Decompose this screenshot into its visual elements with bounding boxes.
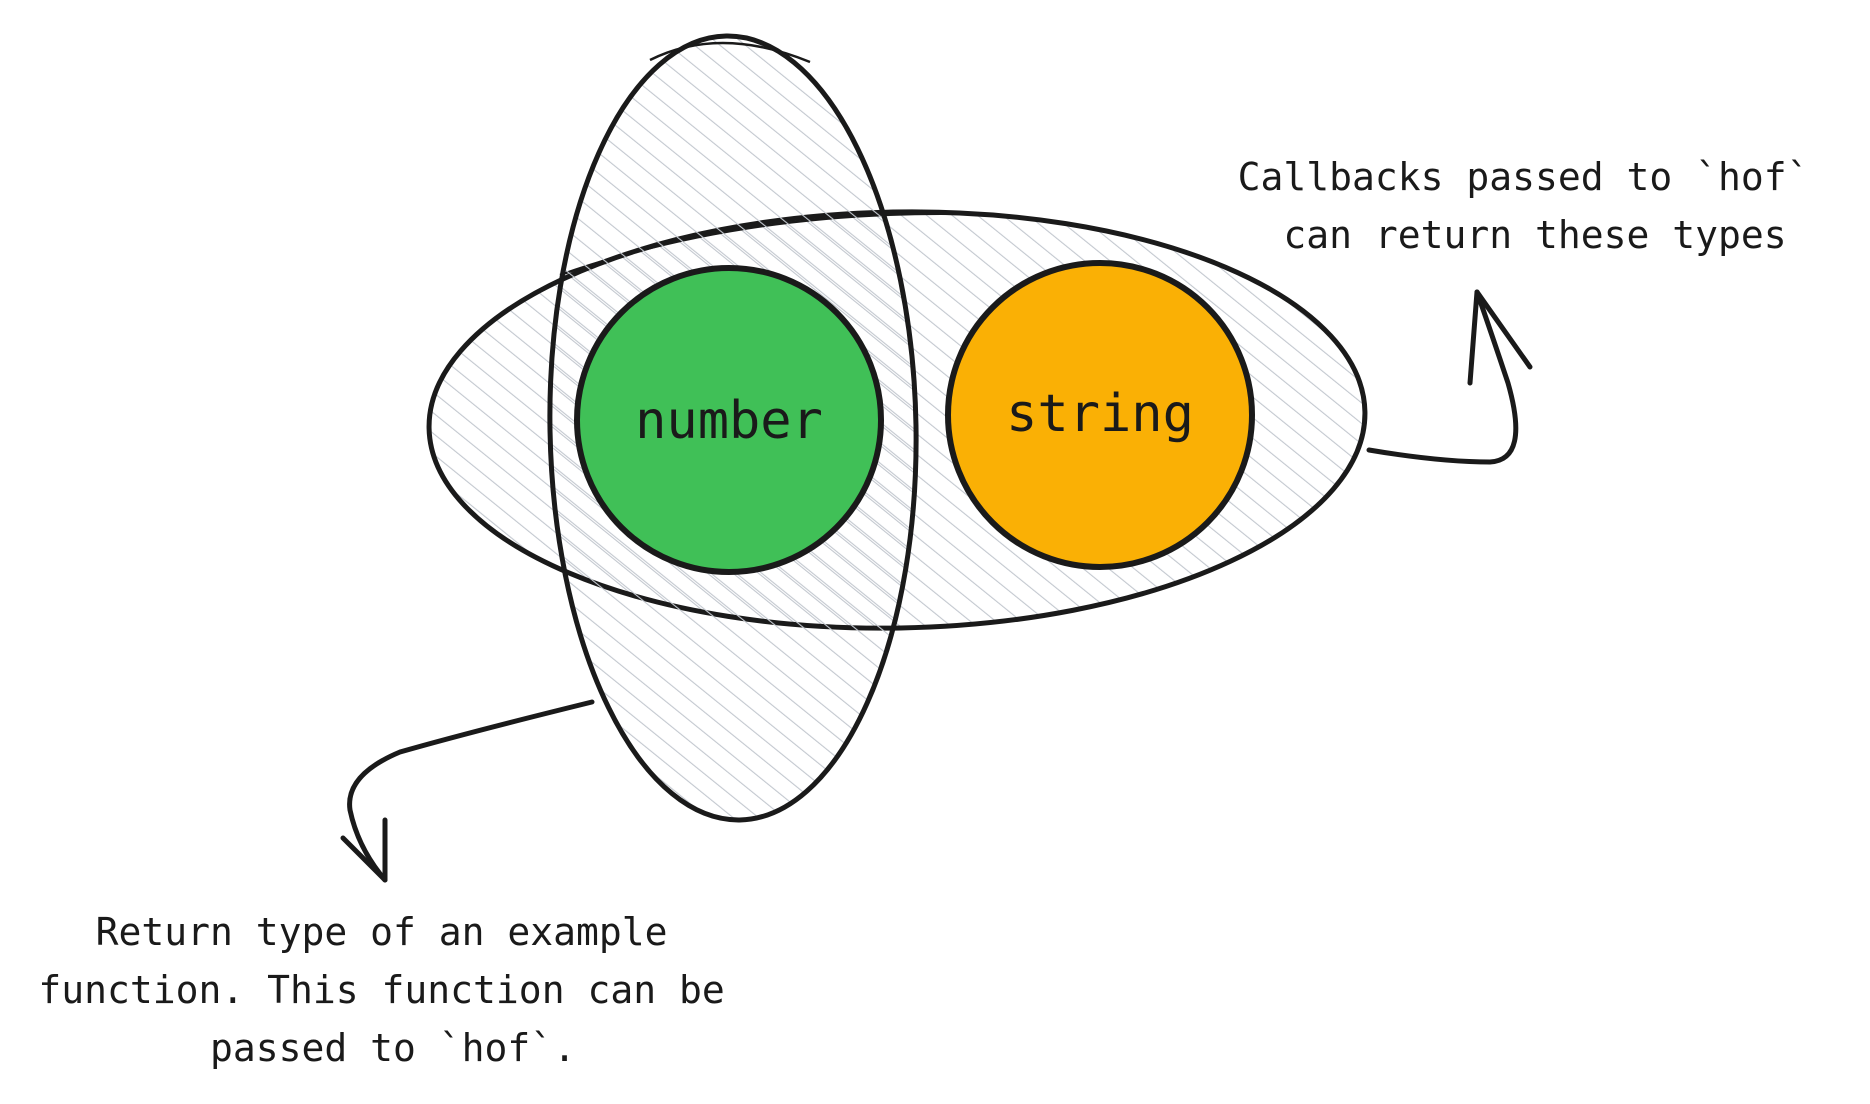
example-arrowhead: [340, 817, 388, 883]
example-note-line: Return type of an example: [96, 910, 668, 954]
string-circle: [945, 260, 1255, 570]
number-label: number: [635, 391, 823, 451]
callbacks-arrowhead: [1467, 289, 1533, 386]
string-label: string: [1006, 384, 1194, 444]
example-ellipse-sketch-stroke: [649, 41, 811, 64]
callbacks-note: Callbacks passed to `hof` can return the…: [1238, 155, 1833, 257]
example-arrow: [347, 699, 595, 883]
number-circle: [574, 265, 884, 575]
example-note: Return type of an example function. This…: [38, 910, 747, 1070]
example-note-line: function. This function can be: [38, 968, 724, 1012]
callbacks-note-line: can return these types: [1283, 213, 1786, 257]
callbacks-arrow: [1366, 289, 1519, 465]
example-note-line: passed to `hof`.: [210, 1026, 576, 1070]
callbacks-note-line: Callbacks passed to `hof`: [1238, 155, 1810, 199]
